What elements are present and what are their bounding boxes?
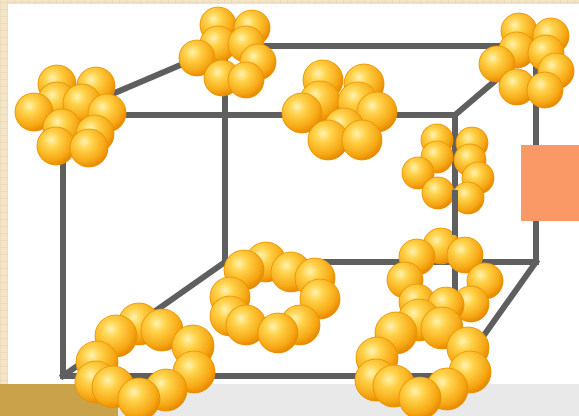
atom xyxy=(341,119,383,161)
atom xyxy=(446,236,484,274)
atom xyxy=(36,126,76,166)
atom xyxy=(227,61,265,99)
atom xyxy=(178,39,216,77)
side-color-box xyxy=(521,145,579,221)
atom xyxy=(401,156,435,190)
atom xyxy=(398,376,442,416)
atom xyxy=(281,92,323,134)
cluster-back-top-left xyxy=(178,6,277,99)
cluster-bottom-face-center xyxy=(209,241,341,354)
atom xyxy=(421,176,455,210)
atom xyxy=(117,377,161,416)
cluster-front-top-left xyxy=(14,64,127,168)
atom-clusters xyxy=(14,6,575,416)
cluster-front-bottom-left xyxy=(74,302,216,416)
cluster-right-face-center xyxy=(401,123,495,215)
cluster-back-top-right xyxy=(478,12,575,109)
atom xyxy=(526,71,564,109)
atom xyxy=(69,128,109,168)
cluster-front-bottom-right xyxy=(354,298,492,416)
atom xyxy=(257,312,299,354)
cluster-top-face-center xyxy=(281,59,398,161)
